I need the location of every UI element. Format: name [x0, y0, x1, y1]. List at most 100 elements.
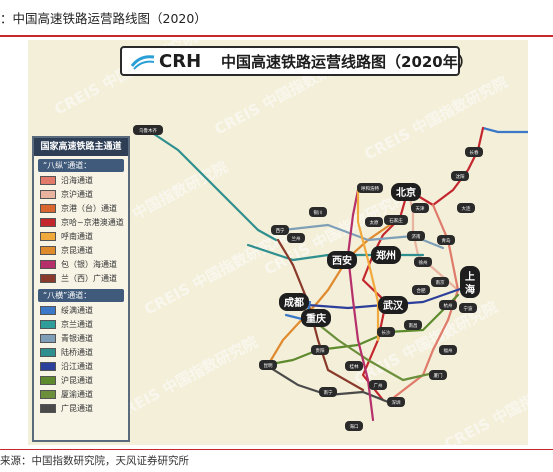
- station-xining: 西宁: [271, 225, 289, 235]
- legend-item: 京昆通道: [40, 244, 128, 258]
- station-nanjing: 南京: [431, 277, 449, 287]
- legend-item: 兰（西）广通道: [40, 272, 128, 286]
- station-nanchang-label: 南昌: [409, 322, 418, 329]
- legend-label: 兰（西）广通道: [61, 274, 117, 283]
- watermark: CREIS 中国指数研究院: [441, 363, 528, 445]
- station-xuzhou-label: 徐州: [419, 259, 428, 266]
- station-changchun: 长春: [465, 147, 483, 157]
- station-kunming: 昆明: [259, 360, 277, 370]
- legend-item: 京港（台）通道: [40, 202, 128, 216]
- station-nanning: 南宁: [319, 387, 337, 397]
- station-shanghai-label: 上: [465, 270, 475, 283]
- legend-label: 沿海通道: [61, 176, 93, 185]
- watermark: CREIS 中国指数研究院: [361, 73, 510, 164]
- station-chongqing-label: 重庆: [306, 312, 326, 325]
- legend-swatch: [40, 260, 56, 269]
- station-nanning-label: 南宁: [324, 389, 333, 396]
- station-changchun-label: 长春: [470, 149, 479, 156]
- station-wuhan-label: 武汉: [383, 299, 404, 312]
- legend-swatch: [40, 274, 56, 283]
- station-changsha: 长沙: [377, 327, 395, 337]
- station-fuzhou: 福州: [439, 345, 457, 355]
- legend-swatch: [40, 218, 56, 227]
- legend-item: 沿江通道: [40, 360, 128, 374]
- crh-logo-icon: [130, 55, 155, 70]
- legend-swatch: [40, 404, 56, 413]
- legend-item: 厦渝通道: [40, 388, 128, 402]
- station-chengdu-label: 成都: [284, 296, 304, 309]
- svg-text:海: 海: [465, 283, 475, 296]
- station-dalian-label: 大连: [462, 205, 471, 212]
- station-shenzhen: 深圳: [387, 397, 405, 407]
- station-ningbo-label: 宁波: [464, 305, 473, 312]
- station-lanzhou: 兰州: [287, 233, 305, 243]
- legend-swatch: [40, 320, 56, 329]
- legend-label: 沿江通道: [61, 362, 93, 371]
- map-banner: CRH 中国高速铁路运营线路图（2020年）: [120, 46, 473, 76]
- legend-label: 呼南通道: [61, 232, 93, 241]
- legend-label: 包（银）海通道: [61, 260, 117, 269]
- station-xian-label: 西安: [332, 254, 352, 267]
- minor-stations: 乌鲁木齐 长春 沈阳 大连 呼和浩特 太原 石家庄 天津 济南 青岛 银川 兰州…: [133, 125, 483, 431]
- station-tianjin: 天津: [411, 203, 429, 213]
- banner-title: 中国高速铁路运营线路图（2020年）: [221, 53, 473, 71]
- legend-swatch: [40, 376, 56, 385]
- legend-item: 呼南通道: [40, 230, 128, 244]
- station-changsha-label: 长沙: [382, 329, 391, 336]
- title-divider: [0, 35, 553, 37]
- station-guiyang-label: 贵阳: [316, 347, 325, 354]
- legend-label: 绥满通道: [61, 306, 93, 315]
- station-haikou-label: 海口: [350, 423, 359, 430]
- legend-swatch: [40, 246, 56, 255]
- line-suiman: [481, 126, 528, 134]
- line-hukun: [264, 293, 460, 367]
- legend-item: 京沪通道: [40, 188, 128, 202]
- station-taiyuan-label: 太原: [370, 219, 379, 226]
- station-beijing-label: 北京: [396, 186, 416, 199]
- station-urumqi: 乌鲁木齐: [133, 125, 163, 135]
- legend-swatch: [40, 334, 56, 343]
- station-xuzhou: 徐州: [414, 257, 432, 267]
- legend-label: 青银通道: [61, 334, 93, 343]
- station-haikou: 海口: [345, 421, 363, 431]
- station-hangzhou-label: 杭州: [444, 302, 453, 309]
- station-shanghai: 上海: [460, 266, 480, 298]
- station-zhengzhou: 郑州: [371, 246, 401, 264]
- legend-item: 沪昆通道: [40, 374, 128, 388]
- legend-label: 厦渝通道: [61, 390, 93, 399]
- station-hohhot: 呼和浩特: [357, 183, 383, 193]
- station-shijiazhuang: 石家庄: [384, 215, 408, 225]
- legend-label: 沪昆通道: [61, 376, 93, 385]
- station-tianjin-label: 天津: [416, 205, 425, 212]
- legend-swatch: [40, 204, 56, 213]
- station-chengdu: 成都: [279, 293, 309, 311]
- major-stations: 北京 西安 郑州 成都 重庆 武汉 上海: [279, 183, 480, 327]
- station-hohhot-label: 呼和浩特: [361, 185, 379, 192]
- rail-map: CREIS 中国指数研究院 CREIS 中国指数研究院 CREIS 中国指数研究…: [28, 40, 528, 445]
- legend-label: 京港（台）通道: [61, 204, 117, 213]
- legend-swatch: [40, 232, 56, 241]
- station-yinchuan: 银川: [309, 207, 327, 217]
- legend-label: 陆桥通道: [61, 348, 93, 357]
- legend-group-horizontal: “八横”通道：: [38, 289, 124, 302]
- station-guangzhou: 广州: [369, 380, 387, 390]
- station-guilin-label: 桂林: [350, 363, 359, 370]
- figure-title: ：中国高速铁路运营路线图（2020）: [0, 11, 207, 26]
- station-guilin: 桂林: [345, 361, 363, 371]
- legend-item: 绥满通道: [40, 304, 128, 318]
- station-shenyang-label: 沈阳: [456, 173, 465, 180]
- legend-swatch: [40, 176, 56, 185]
- legend-swatch: [40, 190, 56, 199]
- source-note: 来源：中国指数研究院，天风证券研究所: [0, 455, 189, 467]
- legend-swatch: [40, 390, 56, 399]
- line-hunan: [356, 188, 380, 342]
- station-xining-label: 西宁: [276, 227, 285, 234]
- legend-item: 京兰通道: [40, 318, 128, 332]
- legend-item: 沿海通道: [40, 174, 128, 188]
- station-hefei-label: 合肥: [417, 287, 426, 294]
- legend-item: 包（银）海通道: [40, 258, 128, 272]
- legend-label: 京兰通道: [61, 320, 93, 329]
- station-nanjing-label: 南京: [436, 279, 445, 286]
- banner-brand: CRH: [159, 51, 202, 72]
- legend-item: 青银通道: [40, 332, 128, 346]
